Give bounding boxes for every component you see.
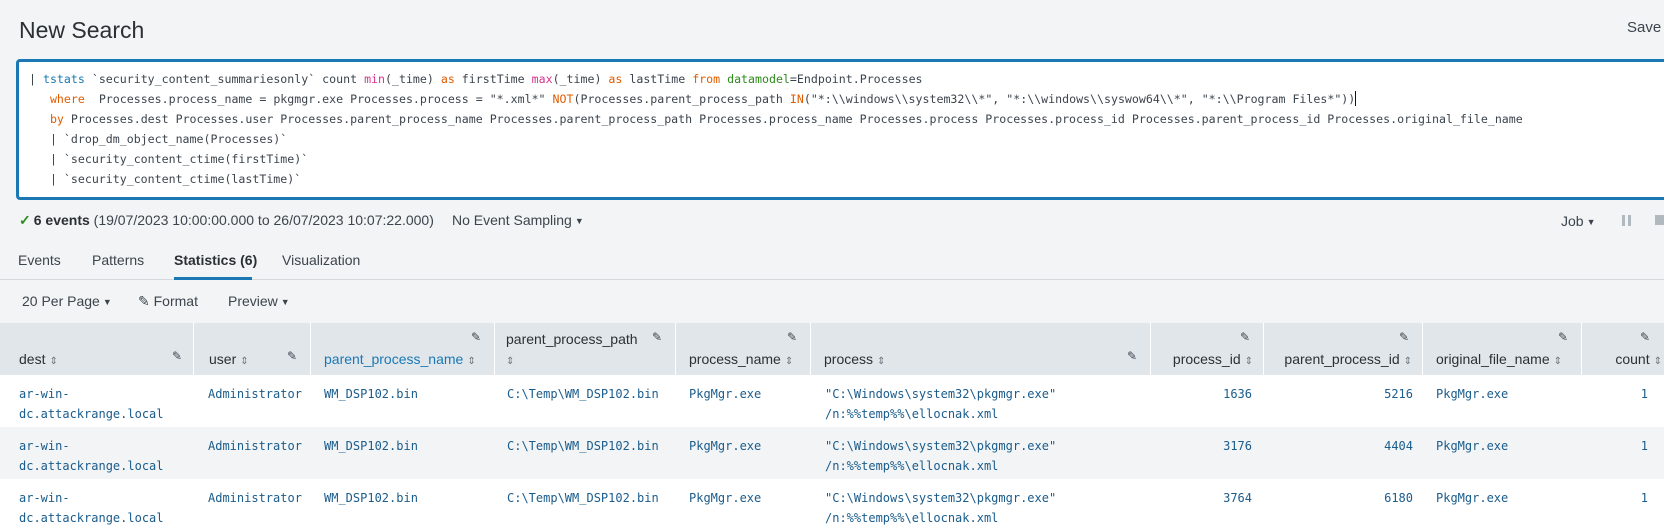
column-header-parent-process-path[interactable]: parent_process_path ⇕ ✎ <box>496 323 676 375</box>
results-tabs: Events Patterns Statistics (6) Visualiza… <box>0 240 1664 280</box>
cell-process-name[interactable]: PkgMgr.exe <box>689 439 762 453</box>
edit-column-icon[interactable]: ✎ <box>1399 330 1410 344</box>
caret-down-icon: ▼ <box>102 297 112 307</box>
results-toolbar: 20 Per Page▼ ✎ Format Preview▼ <box>0 281 1664 323</box>
cell-process-name[interactable]: PkgMgr.exe <box>689 491 762 505</box>
pencil-icon: ✎ <box>138 293 150 309</box>
cell-parent-process-name[interactable]: WM_DSP102.bin <box>324 491 418 505</box>
column-header-process-name[interactable]: process_name⇕ ✎ <box>677 323 811 375</box>
cell-original-file-name[interactable]: PkgMgr.exe <box>1436 387 1509 401</box>
check-icon: ✓ <box>19 212 31 228</box>
cell-user[interactable]: Administrator <box>208 491 302 505</box>
sort-icon: ⇕ <box>784 356 794 367</box>
cell-parent-process-id[interactable]: 4404 <box>1384 439 1413 453</box>
column-header-count[interactable]: count⇕ ✎ <box>1615 330 1662 367</box>
cell-dest[interactable]: ar-win- dc.attackrange.local <box>19 491 164 525</box>
cell-original-file-name[interactable]: PkgMgr.exe <box>1436 491 1509 505</box>
cell-process[interactable]: "C:\Windows\system32\pkgmgr.exe" /n:%%te… <box>825 387 1057 421</box>
statistics-table: dest⇕ ✎ user⇕ ✎ parent_process_name⇕ ✎ p… <box>0 323 1664 527</box>
pause-icon[interactable] <box>1622 215 1631 226</box>
tab-patterns[interactable]: Patterns <box>92 252 145 268</box>
cell-parent-process-name[interactable]: WM_DSP102.bin <box>324 387 418 401</box>
sort-icon: ⇕ <box>877 356 886 367</box>
caret-down-icon: ▼ <box>280 297 290 307</box>
caret-down-icon: ▼ <box>574 216 584 226</box>
event-count-status: ✓6 events (19/07/2023 10:00:00.000 to 26… <box>19 212 434 228</box>
column-header-original-file-name[interactable]: original_file_name⇕ ✎ <box>1424 323 1582 375</box>
cell-dest[interactable]: ar-win- dc.attackrange.local <box>19 387 164 421</box>
tab-visualization[interactable]: Visualization <box>282 252 361 268</box>
cell-parent-process-path[interactable]: C:\Temp\WM_DSP102.bin <box>507 387 659 401</box>
save-as-button[interactable]: Save A <box>1627 19 1664 36</box>
edit-column-icon[interactable]: ✎ <box>1127 349 1138 363</box>
column-header-parent-process-name[interactable]: parent_process_name⇕ ✎ <box>312 323 495 375</box>
sort-icon: ⇕ <box>1403 356 1412 367</box>
cell-count[interactable]: 1 <box>1640 387 1648 401</box>
active-tab-indicator <box>174 277 252 280</box>
cell-parent-process-id[interactable]: 6180 <box>1384 491 1413 505</box>
search-query[interactable]: | tstats `security_content_summariesonly… <box>29 72 1523 186</box>
caret-down-icon: ▼ <box>1586 217 1596 227</box>
sort-icon: ⇕ <box>1244 356 1253 367</box>
search-input[interactable]: | tstats `security_content_summariesonly… <box>16 59 1664 200</box>
column-header-dest[interactable]: dest⇕ ✎ <box>0 323 194 375</box>
sort-icon: ⇕ <box>467 356 476 367</box>
edit-column-icon[interactable]: ✎ <box>787 330 798 344</box>
cell-user[interactable]: Administrator <box>208 439 302 453</box>
preview-dropdown[interactable]: Preview▼ <box>228 293 290 309</box>
cell-process-id[interactable]: 1636 <box>1223 387 1252 401</box>
edit-column-icon[interactable]: ✎ <box>471 330 482 344</box>
sort-icon: ⇕ <box>240 356 249 367</box>
cell-count[interactable]: 1 <box>1640 439 1648 453</box>
tab-statistics[interactable]: Statistics (6) <box>174 252 258 268</box>
cell-process[interactable]: "C:\Windows\system32\pkgmgr.exe" /n:%%te… <box>825 439 1057 473</box>
cell-parent-process-id[interactable]: 5216 <box>1384 387 1413 401</box>
column-header-user[interactable]: user⇕ ✎ <box>195 323 311 375</box>
edit-column-icon[interactable]: ✎ <box>652 330 663 344</box>
cell-parent-process-path[interactable]: C:\Temp\WM_DSP102.bin <box>507 491 659 505</box>
cell-parent-process-path[interactable]: C:\Temp\WM_DSP102.bin <box>507 439 659 453</box>
page-title: New Search <box>19 17 145 43</box>
job-menu[interactable]: Job▼ <box>1561 213 1596 229</box>
sort-icon: ⇕ <box>506 356 515 367</box>
per-page-dropdown[interactable]: 20 Per Page▼ <box>22 293 112 309</box>
edit-column-icon[interactable]: ✎ <box>1640 330 1651 344</box>
table-header: dest⇕ ✎ user⇕ ✎ parent_process_name⇕ ✎ p… <box>0 323 1664 375</box>
table-row: ar-win- dc.attackrange.local Administrat… <box>0 427 1664 479</box>
column-header-process-id[interactable]: process_id⇕ ✎ <box>1152 323 1264 375</box>
edit-column-icon[interactable]: ✎ <box>1240 330 1251 344</box>
table-row: ar-win- dc.attackrange.local Administrat… <box>0 479 1664 527</box>
stop-icon[interactable] <box>1655 215 1664 225</box>
cell-process-id[interactable]: 3764 <box>1223 491 1252 505</box>
cell-original-file-name[interactable]: PkgMgr.exe <box>1436 439 1509 453</box>
cell-user[interactable]: Administrator <box>208 387 302 401</box>
cell-process[interactable]: "C:\Windows\system32\pkgmgr.exe" /n:%%te… <box>825 491 1057 525</box>
cell-count[interactable]: 1 <box>1640 491 1648 505</box>
column-header-parent-process-id[interactable]: parent_process_id⇕ ✎ <box>1265 323 1423 375</box>
cell-process-name[interactable]: PkgMgr.exe <box>689 387 762 401</box>
edit-column-icon[interactable]: ✎ <box>172 349 183 363</box>
cell-dest[interactable]: ar-win- dc.attackrange.local <box>19 439 164 473</box>
format-button[interactable]: ✎ Format <box>138 293 198 309</box>
column-header-process[interactable]: process⇕ ✎ <box>812 323 1151 375</box>
sort-icon: ⇕ <box>49 356 58 367</box>
cell-parent-process-name[interactable]: WM_DSP102.bin <box>324 439 418 453</box>
sort-icon: ⇕ <box>1553 356 1563 367</box>
event-sampling-dropdown[interactable]: No Event Sampling▼ <box>452 212 584 228</box>
sort-icon: ⇕ <box>1653 356 1662 367</box>
edit-column-icon[interactable]: ✎ <box>287 349 298 363</box>
edit-column-icon[interactable]: ✎ <box>1558 330 1569 344</box>
tab-events[interactable]: Events <box>18 252 61 268</box>
cell-process-id[interactable]: 3176 <box>1223 439 1252 453</box>
text-cursor <box>1355 91 1357 106</box>
table-row: ar-win- dc.attackrange.local Administrat… <box>0 375 1664 427</box>
